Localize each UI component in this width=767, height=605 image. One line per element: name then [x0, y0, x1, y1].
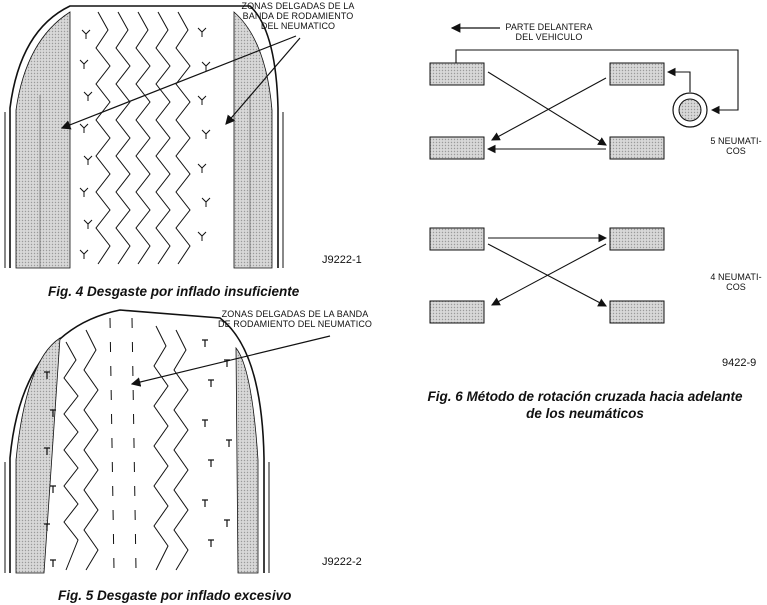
tire-rear-right-4	[609, 300, 665, 324]
fig4-code: J9222-1	[322, 254, 362, 266]
tire-front-right-4	[429, 300, 485, 324]
fig5-code: J9222-2	[322, 556, 362, 568]
fig6-four-tire-line1: 4 NEUMATI-	[710, 272, 762, 282]
fig4-tire-illustration	[4, 5, 301, 269]
fig6-front-label-line2: DEL VEHICULO	[515, 32, 583, 42]
fig6-code: 9422-9	[722, 357, 757, 369]
spare-tire	[672, 92, 708, 128]
tire-rear-left-4	[609, 227, 665, 251]
fig5-annotation: ZONAS DELGADAS DE LA BANDA DE RODAMIENTO…	[212, 309, 378, 329]
fig6-five-tire-line2: COS	[726, 146, 746, 156]
fig5-annotation-line2: DE RODAMIENTO DEL NEUMATICO	[217, 319, 373, 329]
fig6-five-tire-label: 5 NEUMATI- COS	[706, 136, 766, 156]
fig6-front-label: PARTE DELANTERA DEL VEHICULO	[494, 22, 604, 42]
tire-rear-left-5	[609, 62, 665, 86]
fig6-caption: Fig. 6 Método de rotación cruzada hacia …	[405, 388, 765, 422]
fig4-annotation-line2: BANDA DE RODAMIENTO	[242, 11, 354, 21]
tire-front-left-4	[429, 227, 485, 251]
fig6-caption-line1: Fig. 6 Método de rotación cruzada hacia …	[427, 389, 743, 404]
fig6-five-tire-line1: 5 NEUMATI-	[710, 136, 762, 146]
fig5-tire-illustration	[4, 309, 331, 574]
fig5-annotation-line1: ZONAS DELGADAS DE LA BANDA	[221, 309, 369, 319]
tire-front-left-5	[429, 62, 485, 86]
fig6-four-tire-label: 4 NEUMATI- COS	[706, 272, 766, 292]
fig6-caption-line2: de los neumáticos	[526, 406, 644, 421]
fig6-four-tire-line2: COS	[726, 282, 746, 292]
fig6-front-label-line1: PARTE DELANTERA	[505, 22, 593, 32]
fig6-rotation-diagram	[429, 23, 739, 324]
fig4-annotation: ZONAS DELGADAS DE LA BANDA DE RODAMIENTO…	[228, 1, 368, 31]
fig4-annotation-line3: DEL NEUMATICO	[260, 21, 336, 31]
tire-rear-right-5	[609, 136, 665, 160]
fig5-caption: Fig. 5 Desgaste por inflado excesivo	[58, 588, 292, 603]
tire-front-right-5	[429, 136, 485, 160]
fig4-caption: Fig. 4 Desgaste por inflado insuficiente	[48, 284, 300, 299]
fig4-annotation-line1: ZONAS DELGADAS DE LA	[241, 1, 355, 11]
